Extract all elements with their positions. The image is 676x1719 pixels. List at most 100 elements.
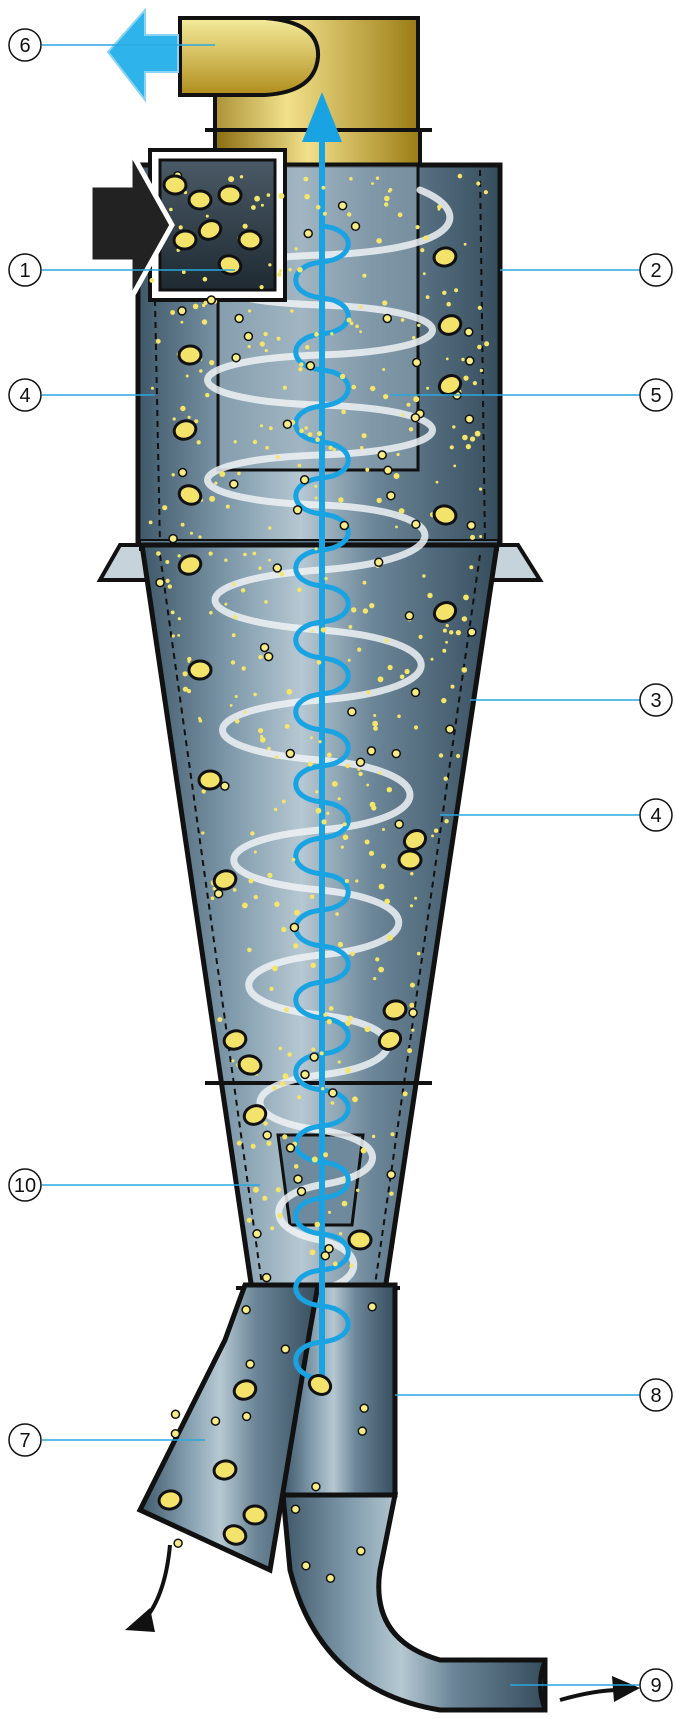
fine-particle bbox=[378, 771, 382, 775]
fine-particle bbox=[410, 904, 413, 907]
fine-particle bbox=[347, 212, 351, 216]
fine-particle bbox=[478, 306, 482, 310]
coarse-particle bbox=[219, 186, 242, 205]
fine-particle bbox=[285, 724, 290, 729]
fine-particle bbox=[275, 755, 279, 759]
dust-particle bbox=[446, 725, 454, 733]
dust-particle bbox=[172, 1410, 180, 1418]
fine-particle bbox=[287, 689, 293, 695]
fine-particle bbox=[315, 790, 318, 793]
fine-particle bbox=[279, 269, 282, 272]
dust-particle bbox=[232, 354, 240, 362]
fine-particle bbox=[357, 648, 361, 652]
fine-particle bbox=[172, 473, 175, 476]
fine-particle bbox=[423, 272, 426, 275]
fine-particle bbox=[383, 394, 388, 399]
fine-particle bbox=[462, 667, 468, 673]
fine-particle bbox=[444, 819, 448, 823]
fine-particle bbox=[209, 496, 215, 502]
fine-particle bbox=[315, 497, 318, 500]
fine-particle bbox=[345, 1068, 351, 1074]
dust-particle bbox=[287, 1144, 295, 1152]
svg-text:1: 1 bbox=[19, 260, 30, 282]
fine-particle bbox=[348, 659, 351, 662]
dust-particle bbox=[178, 307, 186, 315]
fine-particle bbox=[355, 879, 358, 882]
callout-3: 3 bbox=[640, 684, 672, 716]
fine-particle bbox=[470, 436, 475, 441]
fine-particle bbox=[378, 967, 384, 973]
fine-particle bbox=[224, 603, 227, 606]
fine-particle bbox=[441, 698, 446, 703]
fine-particle bbox=[399, 508, 405, 514]
dust-particle bbox=[306, 362, 314, 370]
fine-particle bbox=[378, 676, 384, 682]
fine-particle bbox=[266, 1141, 271, 1146]
dust-particle bbox=[348, 708, 356, 716]
fine-particle bbox=[411, 1029, 414, 1032]
dust-particle bbox=[405, 612, 413, 620]
fine-particle bbox=[177, 634, 180, 637]
fine-particle bbox=[219, 471, 225, 477]
fine-particle bbox=[315, 547, 318, 550]
fine-particle bbox=[260, 737, 266, 743]
fine-particle bbox=[260, 424, 263, 427]
fine-particle bbox=[376, 177, 379, 180]
fine-particle bbox=[434, 829, 438, 833]
dust-particle bbox=[412, 520, 420, 528]
fine-particle bbox=[355, 325, 359, 329]
dust-particle bbox=[339, 202, 347, 210]
fine-particle bbox=[473, 381, 477, 385]
fine-particle bbox=[310, 1249, 316, 1255]
dust-particle bbox=[290, 923, 298, 931]
fine-particle bbox=[211, 897, 215, 901]
fine-particle bbox=[304, 194, 310, 200]
dust-particle bbox=[174, 1539, 182, 1547]
fine-particle bbox=[230, 704, 233, 707]
fine-particle bbox=[342, 1201, 348, 1207]
fine-particle bbox=[443, 629, 447, 633]
fine-particle bbox=[165, 560, 169, 564]
coarse-particle bbox=[349, 1231, 371, 1249]
fine-particle bbox=[362, 274, 366, 278]
fine-particle bbox=[426, 295, 430, 299]
dust-particle bbox=[263, 1131, 271, 1139]
dust-particle bbox=[383, 315, 391, 323]
fine-particle bbox=[387, 935, 393, 941]
fine-particle bbox=[338, 797, 341, 800]
fine-particle bbox=[242, 903, 248, 909]
fine-particle bbox=[293, 943, 298, 948]
dust-particle bbox=[413, 359, 421, 367]
fine-particle bbox=[373, 714, 376, 717]
fine-particle bbox=[205, 393, 209, 397]
fine-particle bbox=[439, 753, 443, 757]
fine-particle bbox=[209, 552, 213, 556]
fine-particle bbox=[321, 627, 326, 632]
fine-particle bbox=[388, 665, 393, 670]
fine-particle bbox=[426, 387, 429, 390]
fine-particle bbox=[382, 368, 385, 371]
fine-particle bbox=[258, 567, 261, 570]
fine-particle bbox=[226, 505, 230, 509]
callout-6: 6 bbox=[9, 29, 41, 61]
dust-particle bbox=[301, 476, 309, 484]
fine-particle bbox=[294, 910, 300, 916]
callout-7: 7 bbox=[9, 1424, 41, 1456]
fine-particle bbox=[172, 634, 175, 637]
fine-particle bbox=[268, 263, 271, 266]
fine-particle bbox=[279, 1047, 283, 1051]
fine-particle bbox=[201, 831, 204, 834]
fine-particle bbox=[203, 277, 208, 282]
fine-particle bbox=[365, 468, 369, 472]
dust-particle bbox=[360, 1404, 368, 1412]
fine-particle bbox=[389, 1192, 393, 1196]
fine-particle bbox=[288, 268, 291, 271]
dust-particle bbox=[329, 1089, 337, 1097]
fine-particle bbox=[358, 772, 362, 776]
callout-9: 9 bbox=[640, 1669, 672, 1701]
dust-particle bbox=[301, 1071, 309, 1079]
fine-particle bbox=[162, 505, 167, 510]
fine-particle bbox=[462, 616, 467, 621]
fine-particle bbox=[350, 322, 354, 326]
coarse-particle bbox=[179, 345, 202, 364]
